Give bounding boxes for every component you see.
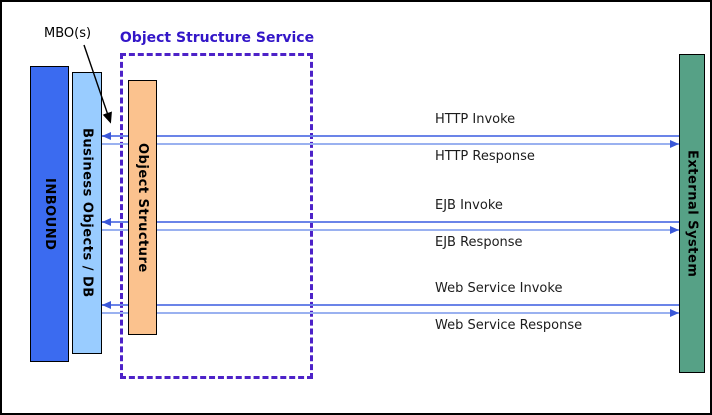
service-box-title: Object Structure Service: [119, 30, 315, 46]
object-structure-bar-label: Object Structure: [135, 142, 150, 273]
inbound-bar-label: INBOUND: [42, 177, 57, 251]
left-arrowhead-icon: [102, 218, 111, 226]
http-arrow-group: HTTP Invoke HTTP Response: [102, 112, 679, 166]
http-invoke-arrow: [102, 132, 679, 140]
external-system-bar: External System: [679, 54, 705, 373]
right-arrowhead-icon: [670, 226, 679, 234]
left-arrowhead-icon: [102, 132, 111, 140]
right-arrowhead-icon: [670, 140, 679, 148]
http-invoke-label: HTTP Invoke: [435, 112, 516, 127]
left-arrowhead-icon: [102, 301, 111, 309]
service-dashed-box: [120, 53, 313, 379]
ejb-invoke-arrow: [102, 218, 679, 226]
web-service-response-label: Web Service Response: [435, 318, 583, 333]
http-response-arrow: [102, 140, 679, 148]
business-objects-db-bar-label: Business Objects / DB: [79, 128, 95, 298]
object-structure-bar: Object Structure: [128, 80, 157, 335]
ejb-response-label: EJB Response: [435, 235, 523, 250]
ejb-invoke-label: EJB Invoke: [435, 198, 503, 213]
inbound-bar: INBOUND: [30, 66, 69, 362]
web-service-arrow-group: Web Service Invoke Web Service Response: [102, 281, 679, 335]
ejb-arrow-group: EJB Invoke EJB Response: [102, 198, 679, 252]
web-service-response-arrow: [102, 309, 679, 317]
web-service-invoke-label: Web Service Invoke: [435, 281, 563, 296]
web-service-invoke-arrow: [102, 301, 679, 309]
right-arrowhead-icon: [670, 309, 679, 317]
http-response-label: HTTP Response: [435, 149, 535, 164]
external-system-bar-label: External System: [684, 149, 700, 278]
business-objects-db-bar: Business Objects / DB: [72, 72, 102, 354]
ejb-response-arrow: [102, 226, 679, 234]
mbo-annotation-label: MBO(s): [44, 26, 92, 41]
